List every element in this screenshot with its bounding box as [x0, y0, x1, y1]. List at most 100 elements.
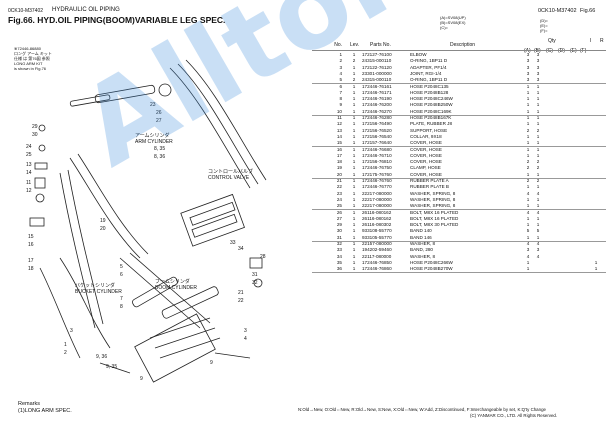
callout: 28: [260, 254, 266, 260]
row-no: 27: [336, 215, 342, 221]
row-qty-b: 1: [536, 83, 540, 89]
callout: 30: [32, 132, 38, 138]
row-parts-no: 172446-76760: [362, 178, 392, 183]
col-r: R: [600, 38, 604, 44]
catalog-code-right: 0CK10-M37402: [538, 8, 577, 14]
callout: 33: [230, 240, 236, 246]
row-qty-a: 1: [526, 133, 530, 139]
row-lev: 1: [352, 190, 356, 196]
row-no: 25: [336, 203, 342, 209]
header-divider: [312, 50, 606, 51]
callout: 34: [238, 246, 244, 252]
row-qty-a: 1: [526, 102, 530, 108]
row-qty-a: 1: [526, 152, 530, 158]
callout: 5: [120, 264, 123, 270]
long-arm-note: ※72446-86880 ロング アーム キット 仕様 は 第76図 参照 LO…: [14, 46, 52, 71]
row-qty-a: 2: [526, 165, 530, 171]
row-lev: 1: [352, 52, 356, 57]
row-qty-b: 2: [536, 165, 540, 171]
row-qty-b: 1: [536, 203, 540, 209]
row-description: JOINT, RGI-1/4: [410, 70, 442, 76]
row-qty-a: 1: [526, 108, 530, 114]
callout: 22: [238, 298, 244, 304]
row-qty-a: 1: [526, 215, 530, 221]
row-no: 33: [336, 247, 342, 253]
row-qty-b: 1: [536, 89, 540, 95]
row-description: RUBBER PLATE B: [410, 184, 449, 190]
row-lev: 1: [352, 222, 356, 228]
callout: 3: [70, 328, 73, 334]
row-lev: 1: [352, 178, 356, 183]
row-group-divider: [312, 209, 606, 210]
row-qty-b: 1: [536, 121, 540, 127]
row-group-divider: [312, 83, 606, 84]
row-parts-no: 172127-76100: [362, 52, 392, 57]
row-no: 7: [339, 89, 342, 95]
bucket-cylinder-label: バケットシリンダ BUCKET CYLINDER: [75, 283, 122, 295]
row-description: WASHER, SPRING, 8: [410, 190, 456, 196]
row-parts-no: 172156-76520: [362, 127, 392, 133]
row-parts-no: 22217-080000: [362, 196, 392, 202]
row-description: BOLT, M8X 30 PLATED: [410, 222, 459, 228]
row-lev: 1: [352, 266, 356, 272]
row-description: WASHER, SPRING, 8: [410, 203, 456, 209]
row-no: 29: [336, 222, 342, 228]
table-header: No. Lev. Parts No. Description Qty I R: [310, 38, 606, 48]
callout: 14: [26, 170, 32, 176]
row-lev: 1: [352, 159, 356, 165]
row-no: 36: [336, 266, 342, 272]
row-qty-b: 2: [536, 159, 540, 165]
callout: 8: [120, 304, 123, 310]
row-description: BAND 146: [410, 234, 432, 240]
row-qty-b: 3: [536, 58, 540, 64]
row-parts-no: 24315-000110: [362, 77, 392, 83]
row-qty-a: 1: [526, 203, 530, 209]
row-no: 6: [339, 83, 342, 89]
control-valve-label: コントロールバルブ CONTROL VALVE: [208, 169, 254, 181]
callout: 12: [26, 188, 32, 194]
row-lev: 2: [352, 58, 356, 64]
row-qty-a: 1: [526, 196, 530, 202]
row-qty-a: 2: [526, 178, 530, 183]
row-description: HOSE P2048C266W: [410, 259, 453, 265]
callout: 9, 36: [96, 354, 108, 360]
callout: 19: [100, 218, 106, 224]
row-no: 22: [336, 184, 342, 190]
callout: 25: [26, 152, 32, 158]
row-parts-no: 172157-76640: [362, 140, 392, 146]
row-lev: 1: [352, 228, 356, 234]
row-lev: 1: [352, 64, 356, 70]
row-qty-b: 1: [536, 152, 540, 158]
row-lev: 1: [352, 127, 356, 133]
row-description: RUBBER PLATE A: [410, 178, 449, 183]
callout: 17: [28, 258, 34, 264]
row-lev: 1: [352, 133, 356, 139]
row-no: 23: [336, 190, 342, 196]
row-parts-no: 172446-76750: [362, 165, 392, 171]
row-parts-no: 172156-76490: [362, 121, 392, 127]
callout: 2: [64, 350, 67, 356]
callout: 29: [32, 124, 38, 130]
row-no: 17: [336, 152, 342, 158]
row-qty-b: 4: [536, 253, 540, 259]
row-qty-b: 5: [536, 228, 540, 234]
row-qty-a: 1: [526, 266, 530, 272]
row-qty-b: 1: [536, 140, 540, 146]
row-parts-no: 23301-000000: [362, 70, 392, 76]
row-qty-a: 3: [526, 77, 530, 83]
callout: 7: [120, 296, 123, 302]
row-no: 30: [336, 228, 342, 234]
row-qty-b: 3: [536, 70, 540, 76]
